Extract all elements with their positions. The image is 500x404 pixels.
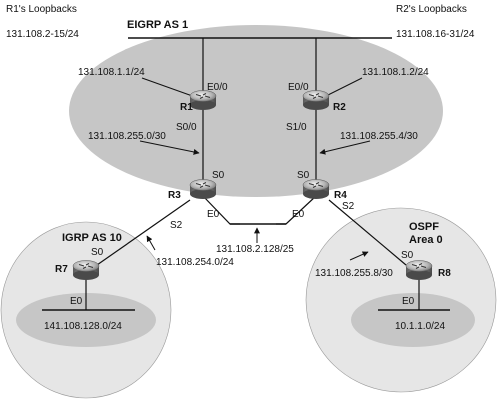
eigrp-area [69,25,443,197]
r1-loopbacks-range: 131.108.2-15/24 [6,29,79,40]
r4-s0-label: S0 [297,170,310,181]
igrp-wan-address: 131.108.254.0/24 [156,257,234,268]
router-r7-icon [72,260,100,281]
r1-s0-label: S0/0 [176,122,197,133]
router-r4-icon [302,179,330,200]
router-r3-icon [189,179,217,200]
ospf-area-label: Area 0 [409,234,443,246]
r2-loopbacks-range: 131.108.16-31/24 [396,29,475,40]
r1-e0-label: E0/0 [207,82,228,93]
eigrp-title: EIGRP AS 1 [127,19,188,31]
r2-wan-arrow [319,140,371,155]
r4-s2-label: S2 [342,201,355,212]
middle-lan-address: 131.108.2.128/25 [216,244,294,255]
r2-s1-label: S1/0 [286,122,307,133]
r2-loopbacks-title: R2's Loopbacks [396,4,467,15]
r2-name: R2 [333,102,346,113]
igrp-wan-arrow [146,235,156,251]
r2-e0-label: E0/0 [288,82,309,93]
r2-lan-address: 131.108.1.2/24 [362,67,429,78]
ospf-title: OSPF [409,221,439,233]
r1-lan-arrow [141,77,199,100]
ospf-lan-area [351,293,475,347]
igrp-title: IGRP AS 10 [62,232,122,244]
r3-r7-serial-link [96,199,191,266]
ospf-lan-address: 10.1.1.0/24 [395,321,445,332]
igrp-lan-address: 141.108.128.0/24 [44,321,122,332]
igrp-lan-area [16,293,156,347]
r4-e0-label: E0 [292,209,305,220]
r4-name: R4 [334,190,347,201]
router-r1-icon [189,90,217,111]
r3-s0-label: S0 [212,170,225,181]
r1-name: R1 [180,102,193,113]
router-r8-icon [405,260,433,281]
r1-wan-address: 131.108.255.0/30 [88,131,166,142]
r1-wan-arrow [139,140,200,155]
r3-e0-label: E0 [207,209,220,220]
r3-s2-label: S2 [170,220,183,231]
r7-e0-label: E0 [70,296,83,307]
router-r2-icon [302,90,330,111]
r2-wan-address: 131.108.255.4/30 [340,131,418,142]
r4-r8-serial-link [328,199,407,266]
r3-name: R3 [168,190,181,201]
ospf-wan-address: 131.108.255.8/30 [315,268,393,279]
ospf-wan-arrow [349,251,369,261]
r8-name: R8 [438,268,451,279]
r8-s0-label: S0 [401,250,414,261]
r8-e0-label: E0 [402,296,415,307]
r1-lan-address: 131.108.1.1/24 [78,67,145,78]
r7-name: R7 [55,264,68,275]
r7-s0-label: S0 [91,247,104,258]
r1-loopbacks-title: R1's Loopbacks [6,4,77,15]
